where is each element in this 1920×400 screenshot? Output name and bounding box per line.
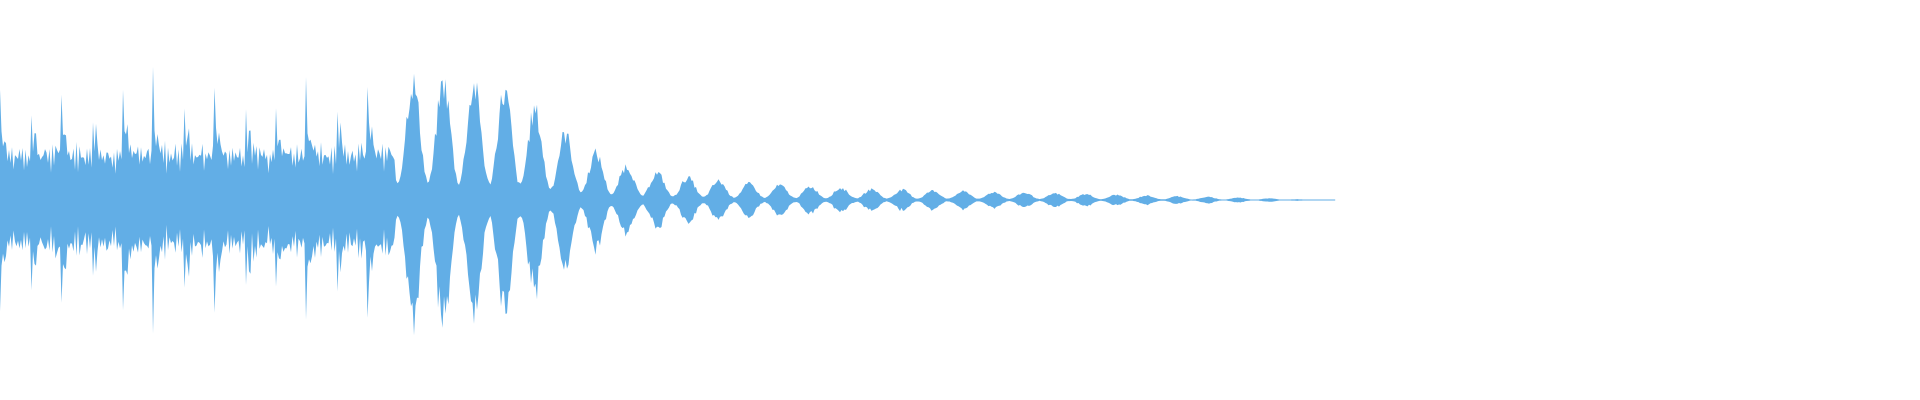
waveform-shape [0, 66, 1314, 336]
